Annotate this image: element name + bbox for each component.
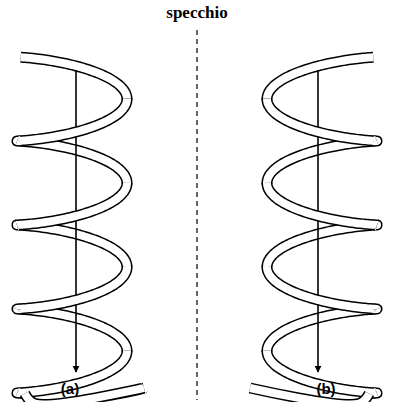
- ribbon-fill: [17, 309, 127, 352]
- ribbon-fill: [17, 266, 127, 309]
- ribbon-outline: [267, 98, 377, 141]
- mirror-line: [196, 30, 197, 400]
- ribbon-outline: [267, 57, 373, 100]
- ribbon-outline: [267, 266, 377, 309]
- ribbon-outline: [17, 98, 127, 141]
- ribbon-fill: [17, 98, 127, 141]
- ribbon-outline: [17, 225, 127, 267]
- ribbon-outline: [250, 388, 369, 402]
- ribbon-outline: [17, 183, 127, 225]
- ribbon-fill: [17, 141, 127, 184]
- ribbon-fill: [267, 309, 377, 352]
- mirror-label: specchio: [166, 3, 227, 23]
- ribbon-outline: [17, 266, 127, 309]
- ribbon-fill: [267, 225, 377, 267]
- ribbon-fill: [267, 57, 373, 100]
- ribbon-fill: [250, 388, 369, 402]
- helix: [250, 57, 377, 402]
- ribbon-fill: [21, 57, 127, 100]
- ribbon-outline: [21, 57, 127, 100]
- ribbon-fill: [267, 141, 377, 184]
- ribbon-fill: [267, 98, 377, 141]
- ribbon-fill: [25, 388, 144, 402]
- ribbon-outline: [267, 183, 377, 225]
- figure-label: (a): [61, 380, 79, 397]
- ribbon-fill: [17, 183, 127, 225]
- ribbon-outline: [17, 309, 127, 352]
- ribbon-outline: [267, 309, 377, 352]
- ribbon-fill: [17, 225, 127, 267]
- ribbon-outline: [17, 141, 127, 184]
- ribbon-outline: [267, 225, 377, 267]
- figure-label: (b): [316, 380, 335, 397]
- ribbon-fill: [267, 183, 377, 225]
- helix: [17, 57, 144, 402]
- ribbon-fill: [267, 266, 377, 309]
- ribbon-outline: [25, 388, 144, 402]
- ribbon-outline: [267, 141, 377, 184]
